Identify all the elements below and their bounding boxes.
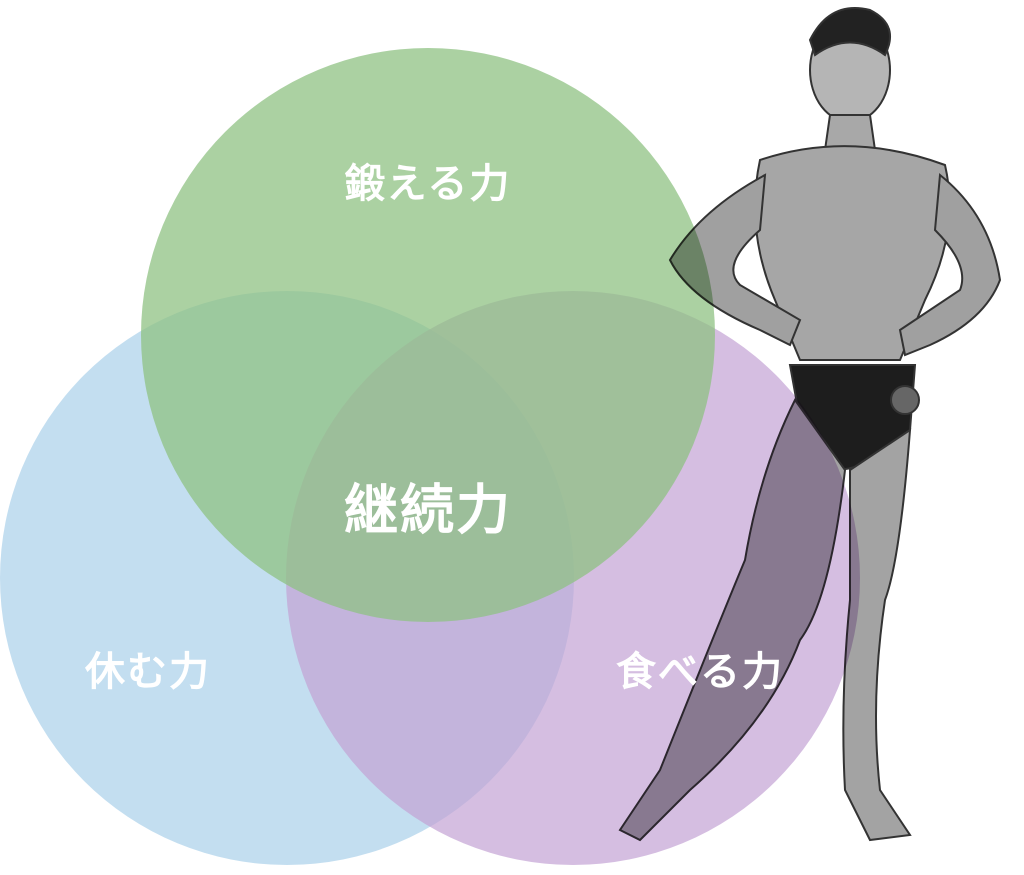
label-center: 継続力 bbox=[344, 478, 512, 542]
circle-train bbox=[141, 48, 715, 622]
label-rest: 休む力 bbox=[85, 649, 211, 695]
label-train: 鍛える力 bbox=[344, 161, 512, 207]
venn-circles bbox=[0, 48, 860, 865]
label-eat: 食べる力 bbox=[616, 649, 784, 695]
